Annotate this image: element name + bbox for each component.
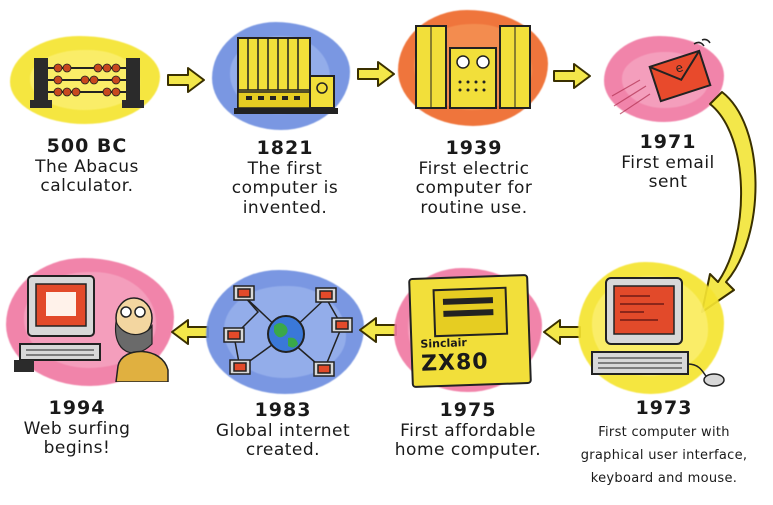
web-surfer-icon <box>14 275 169 382</box>
milestone-1983-caption: 1983 Global internet created. <box>208 399 358 461</box>
gui-computer-icon <box>591 277 725 387</box>
electric-computer-icon <box>415 25 531 109</box>
milestone-text: computer for <box>415 178 533 199</box>
arrow-right-icon <box>357 61 395 87</box>
milestone-year: 1973 <box>635 397 693 419</box>
zx80-vent <box>442 297 494 305</box>
abacus-icon <box>30 58 144 108</box>
milestone-year: 1983 <box>254 399 312 421</box>
milestone-text: graphical user interface, <box>580 447 748 463</box>
milestone-text: First email <box>621 152 715 173</box>
milestone-text: First electric <box>418 158 530 179</box>
zx80-vent <box>443 309 494 317</box>
milestone-text: Global internet <box>215 420 351 441</box>
arrow-left-icon <box>359 317 397 343</box>
milestone-text: The Abacus <box>35 156 139 177</box>
milestone-text: Web surfing <box>23 418 131 439</box>
milestone-text: invented. <box>242 197 328 218</box>
milestone-text: created. <box>245 440 321 461</box>
milestone-text: computer is <box>231 178 339 199</box>
milestone-year: 1975 <box>439 399 497 421</box>
milestone-text: calculator. <box>40 176 134 197</box>
milestone-1994-caption: 1994 Web surfing begins! <box>12 397 142 459</box>
milestone-text: home computer. <box>394 440 542 461</box>
arrow-left-icon <box>543 319 581 345</box>
milestone-1821-caption: 1821 The first computer is invented. <box>210 137 360 218</box>
arrow-left-icon <box>171 319 209 345</box>
milestone-1939-caption: 1939 First electric computer for routine… <box>398 137 550 218</box>
milestone-text: The first <box>247 158 323 179</box>
milestone-text: begins! <box>43 438 111 459</box>
milestone-text: First computer with <box>598 424 730 440</box>
milestone-year: 1939 <box>445 137 503 159</box>
milestone-year: 1971 <box>639 131 697 153</box>
globe-network-icon <box>223 285 353 377</box>
milestone-year: 1821 <box>256 137 314 159</box>
milestone-1973-caption: 1973 First computer with graphical user … <box>566 397 762 487</box>
envelope-icon: e <box>611 38 712 115</box>
difference-engine-icon <box>234 37 338 114</box>
arrow-right-icon <box>167 67 205 93</box>
milestone-1971-caption: 1971 First email sent <box>598 131 738 193</box>
milestone-1975-caption: 1975 First affordable home computer. <box>390 399 546 461</box>
milestone-text: First affordable <box>400 420 536 441</box>
sinclair-zx80-icon: Sinclair ZX80 <box>408 273 532 389</box>
milestone-text: routine use. <box>420 197 528 218</box>
milestone-500bc-caption: 500 BC The Abacus calculator. <box>22 135 152 197</box>
zx80-brand-label: Sinclair <box>420 336 468 351</box>
arrow-right-icon <box>553 63 591 89</box>
svg-text:e: e <box>673 60 684 76</box>
milestone-year: 1994 <box>48 397 106 419</box>
milestone-text: keyboard and mouse. <box>590 470 738 486</box>
milestone-text: sent <box>648 172 688 193</box>
zx80-screen-area <box>432 286 509 338</box>
zx80-model-label: ZX80 <box>420 349 490 377</box>
milestone-year: 500 BC <box>46 135 128 157</box>
